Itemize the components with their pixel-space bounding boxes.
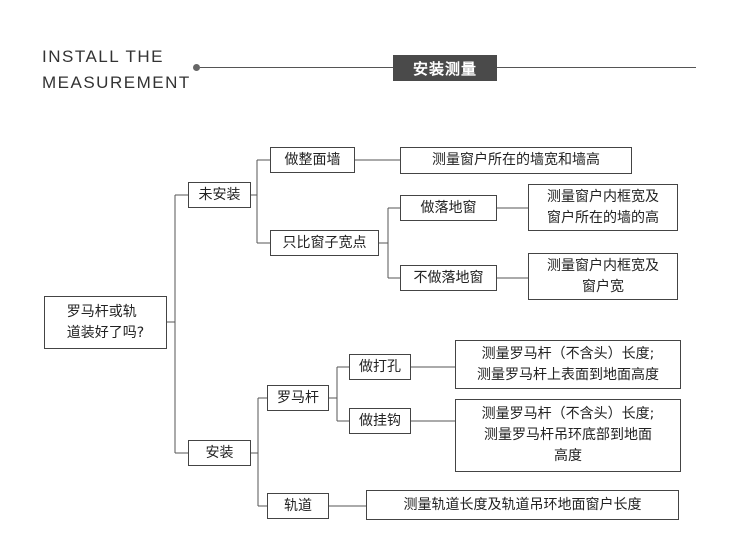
measure-no-floor-window-node: 测量窗户内框宽及 窗户宽 — [528, 253, 678, 300]
root-question-node: 罗马杆或轨 道装好了吗? — [44, 296, 167, 349]
whole-wall-node: 做整面墙 — [270, 147, 355, 173]
measure-hooks-node: 测量罗马杆（不含头）长度; 测量罗马杆吊环底部到地面 高度 — [455, 399, 681, 472]
floor-window-node: 做落地窗 — [400, 195, 497, 221]
measure-whole-wall-node: 测量窗户所在的墙宽和墙高 — [400, 147, 632, 174]
installed-node: 安装 — [188, 440, 251, 466]
hooks-node: 做挂钩 — [349, 408, 411, 434]
not-installed-node: 未安装 — [188, 182, 251, 208]
drill-holes-node: 做打孔 — [349, 354, 411, 380]
roman-rod-node: 罗马杆 — [267, 385, 329, 411]
title-line-dot — [193, 64, 200, 71]
window-width-node: 只比窗子宽点 — [270, 230, 379, 256]
section-badge: 安装测量 — [393, 55, 497, 81]
measure-track-node: 测量轨道长度及轨道吊环地面窗户长度 — [366, 490, 679, 520]
measure-floor-window-node: 测量窗户内框宽及 窗户所在的墙的高 — [528, 184, 678, 231]
no-floor-window-node: 不做落地窗 — [400, 265, 497, 291]
track-node: 轨道 — [267, 493, 329, 519]
measure-drill-holes-node: 测量罗马杆（不含头）长度; 测量罗马杆上表面到地面高度 — [455, 340, 681, 389]
english-title: INSTALL THE MEASUREMENT — [42, 47, 191, 92]
